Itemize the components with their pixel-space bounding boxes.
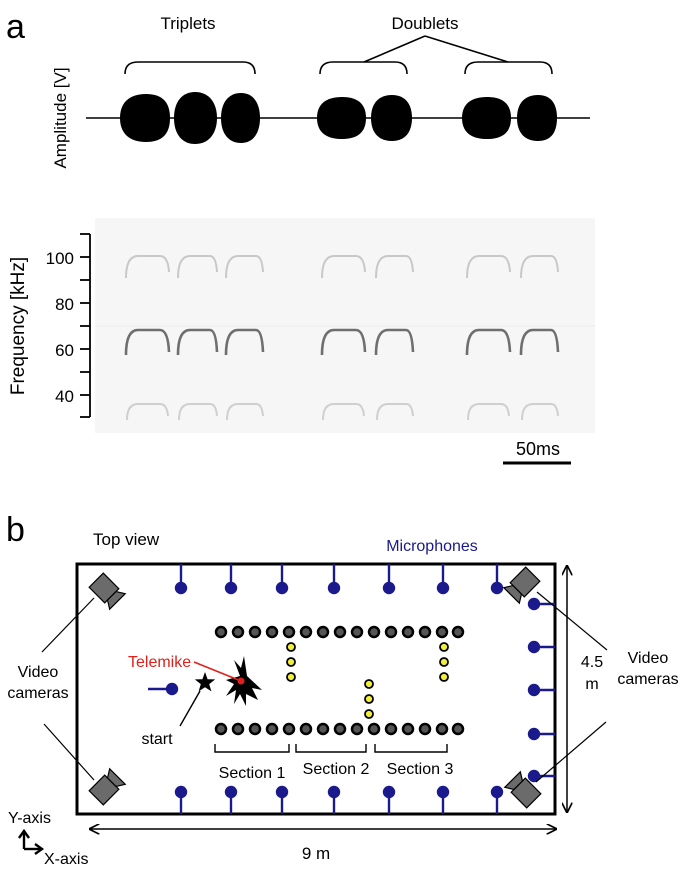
video-camera-icon (503, 770, 542, 809)
pulse-6 (462, 97, 511, 139)
start-star-icon (194, 672, 216, 692)
microphone (224, 785, 238, 814)
video-cameras-right-label-1: Video (628, 650, 669, 667)
frequency-axis (80, 233, 91, 418)
pulse-4 (317, 97, 366, 139)
tick-100: 100 (46, 249, 74, 268)
microphone (224, 564, 238, 595)
video-cameras-left-label-1: Video (18, 664, 59, 681)
width-label: 9 m (302, 844, 330, 863)
microphone (490, 785, 504, 814)
section-2-label: Section 2 (303, 761, 370, 778)
tick-80: 80 (55, 295, 74, 314)
microphone (275, 564, 289, 595)
video-camera-icon (88, 572, 127, 611)
panel-b-letter: b (6, 511, 25, 549)
microphone (436, 564, 450, 595)
microphone (527, 683, 555, 697)
spectrogram (95, 218, 595, 433)
obstacles-bottom-row (214, 722, 465, 736)
microphone (527, 727, 555, 741)
yellow-markers (286, 642, 449, 719)
pulse-7 (517, 95, 557, 141)
pulse-2 (174, 92, 217, 144)
microphone (382, 785, 396, 814)
height-label-value: 4.5 (581, 654, 603, 671)
start-callout (179, 690, 201, 727)
frequency-axis-label: Frequency [kHz] (8, 257, 29, 395)
obstacles-top-row (214, 625, 465, 639)
microphone (527, 769, 555, 783)
microphone (174, 564, 188, 595)
section-3-label: Section 3 (387, 761, 454, 778)
microphone (327, 564, 341, 595)
video-cameras-right-label-2: cameras (617, 671, 678, 688)
video-camera-icon (502, 566, 541, 605)
y-axis-label: Y-axis (8, 810, 51, 827)
bat-icon (226, 656, 262, 706)
panel-a-letter: a (6, 8, 25, 46)
microphone (174, 785, 188, 814)
triplets-label: Triplets (160, 14, 215, 33)
camera-callouts (41, 591, 608, 783)
height-label-unit: m (585, 676, 598, 693)
top-view-label: Top view (93, 530, 160, 549)
x-axis-label: X-axis (44, 851, 88, 868)
tick-60: 60 (55, 341, 74, 360)
microphone (382, 564, 396, 595)
tick-40: 40 (55, 387, 74, 406)
pulse-5 (371, 95, 412, 141)
microphone (275, 785, 289, 814)
video-camera-icon (88, 767, 127, 806)
video-cameras-left-label-2: cameras (7, 685, 68, 702)
microphone (527, 640, 555, 654)
section-1-label: Section 1 (219, 765, 286, 782)
telemike-callout (193, 661, 242, 682)
axes-arrows (18, 828, 45, 855)
amplitude-axis-label: Amplitude [V] (51, 67, 70, 168)
microphones-group (148, 564, 555, 814)
telemike-label: Telemike (128, 654, 191, 671)
microphone (148, 682, 179, 696)
microphone (327, 785, 341, 814)
start-label: start (141, 731, 173, 748)
pulse-1 (120, 94, 170, 142)
scale-bar-label: 50ms (516, 439, 560, 459)
microphones-label: Microphones (386, 538, 478, 555)
microphone (490, 564, 504, 595)
oscillogram (86, 92, 590, 144)
brackets (124, 35, 553, 75)
section-brackets (214, 744, 448, 753)
pulse-3 (221, 93, 260, 143)
doublets-label: Doublets (391, 14, 458, 33)
microphone (436, 785, 450, 814)
